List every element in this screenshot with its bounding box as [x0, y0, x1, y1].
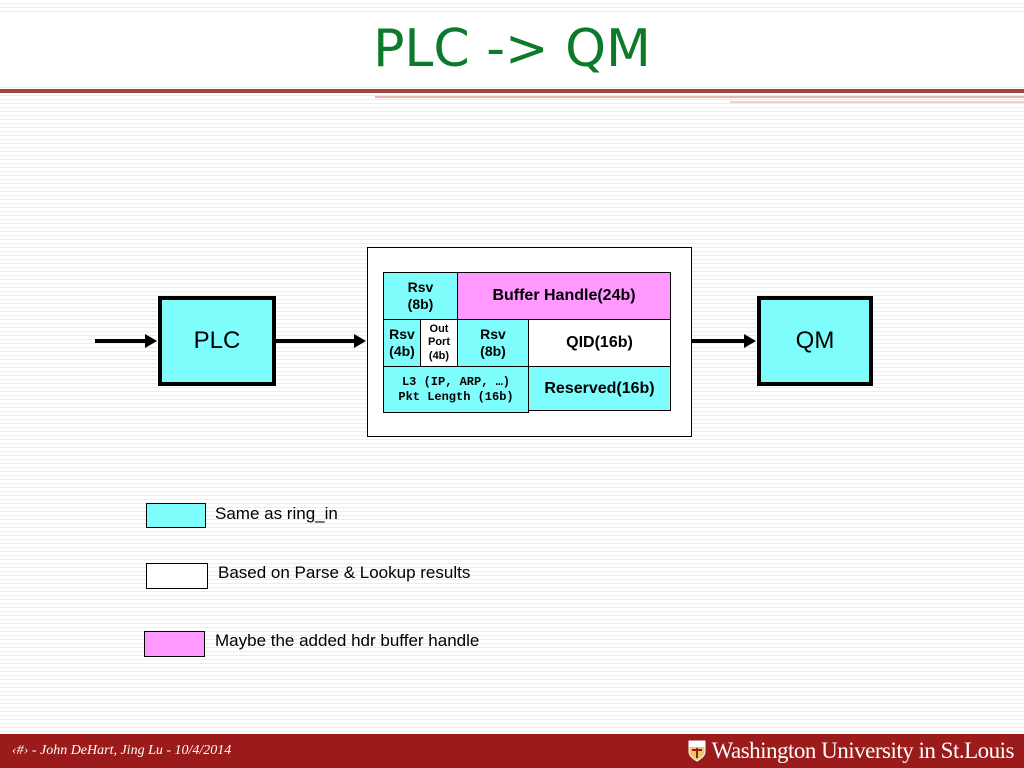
field-qid: QID(16b)	[528, 319, 671, 367]
title-divider	[0, 89, 1024, 93]
field-rsv-8b-top: Rsv(8b)	[383, 272, 458, 320]
university-name: Washington University in St.Louis	[711, 738, 1015, 763]
legend-swatch-cyan	[146, 503, 206, 528]
field-buffer-handle: Buffer Handle(24b)	[457, 272, 671, 320]
legend-label-hdr-buffer-handle: Maybe the added hdr buffer handle	[215, 631, 480, 650]
slide-title: PLC -> QM	[0, 14, 1024, 84]
qm-label: QM	[795, 327, 835, 354]
qm-node: QM	[757, 296, 873, 386]
legend-swatch-white	[146, 563, 208, 589]
plc-node: PLC	[158, 296, 276, 386]
plc-to-message-arrow-head	[354, 334, 366, 348]
message-to-qm-arrow-head	[744, 334, 756, 348]
field-reserved: Reserved(16b)	[528, 366, 671, 411]
message-to-qm-arrow-line	[692, 339, 744, 343]
university-logo: Washington University in St.Louis	[688, 738, 1015, 764]
legend-swatch-pink	[144, 631, 205, 657]
field-rsv-8b-mid: Rsv(8b)	[457, 319, 529, 367]
input-arrow-head	[145, 334, 157, 348]
plc-label: PLC	[193, 327, 241, 354]
footer-text: ‹#› - John DeHart, Jing Lu - 10/4/2014	[12, 743, 232, 758]
title-divider-accent-2	[730, 101, 1024, 103]
plc-to-message-arrow-line	[276, 339, 354, 343]
legend-label-parse-lookup: Based on Parse & Lookup results	[218, 563, 471, 582]
field-l3-pkt-length: L3 (IP, ARP, …)Pkt Length (16b)	[383, 366, 529, 413]
footer-bar: ‹#› - John DeHart, Jing Lu - 10/4/2014 W…	[0, 734, 1024, 768]
field-rsv-4b: Rsv(4b)	[383, 319, 421, 367]
legend-label-same-as-ring-in: Same as ring_in	[215, 504, 338, 523]
title-divider-accent	[375, 96, 1024, 98]
input-arrow-line	[95, 339, 145, 343]
university-shield-icon	[688, 740, 706, 762]
